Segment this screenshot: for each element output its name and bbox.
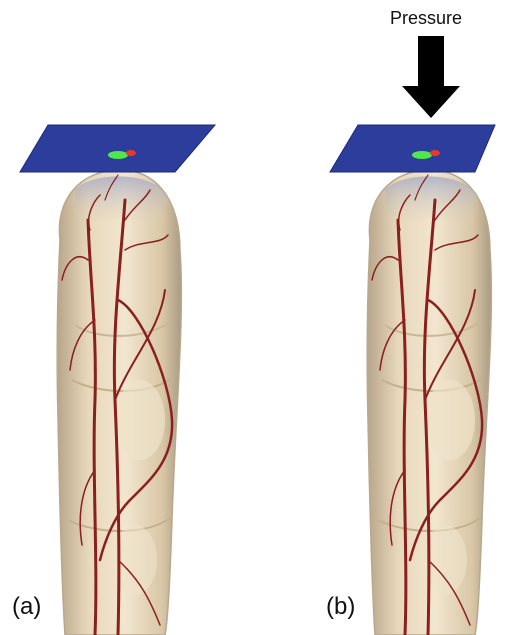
pressure-arrow	[402, 36, 460, 118]
panel-b: (b) Pressure	[326, 8, 495, 635]
sensor-b-red	[430, 150, 440, 156]
sensor-a-red	[126, 150, 136, 156]
pressure-arrow-shaft	[418, 36, 444, 88]
plate-b	[330, 125, 495, 172]
sensor-plate-a	[20, 125, 215, 172]
panel-label-a: (a)	[12, 593, 41, 620]
panel-a: (a)	[12, 125, 215, 635]
finger-a-knuckle	[115, 380, 165, 460]
sensor-b-green	[412, 151, 432, 159]
panel-label-b: (b)	[326, 593, 355, 620]
pressure-label: Pressure	[390, 8, 462, 28]
finger-b-knuckle	[425, 380, 475, 460]
pressure-arrow-head	[402, 86, 460, 118]
sensor-plate-b	[330, 125, 495, 172]
plate-a	[20, 125, 215, 172]
sensor-a-green	[108, 151, 128, 159]
